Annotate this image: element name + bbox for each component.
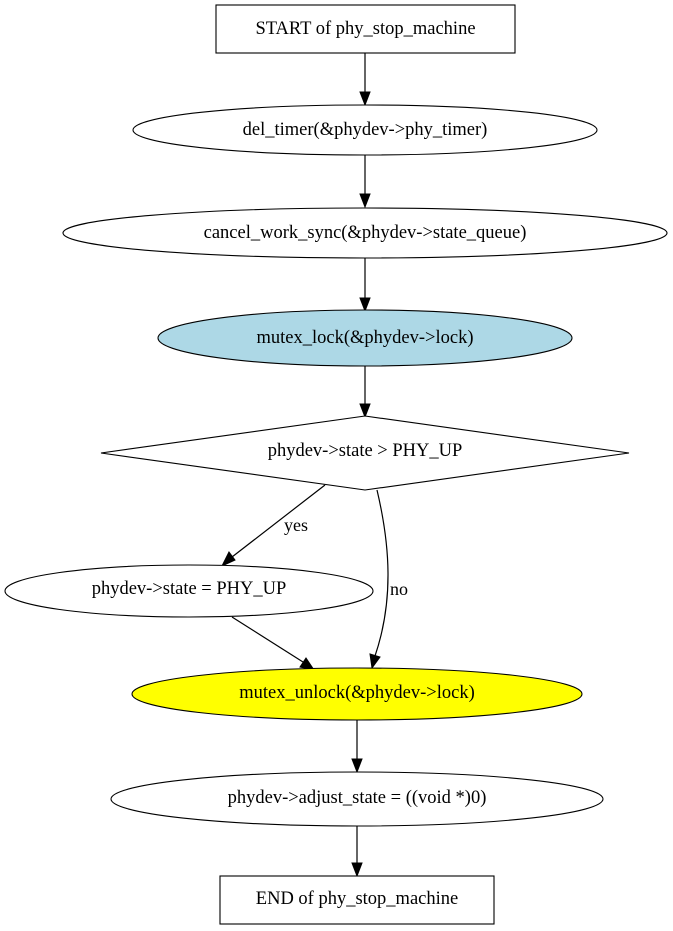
mutex-lock-ellipse: [157, 309, 573, 367]
start-label: START of phy_stop_machine: [255, 19, 475, 39]
node-mutex-unlock: mutex_unlock(&phydev->lock): [131, 667, 583, 721]
node-adjust-state: phydev->adjust_state = ((void *)0): [110, 771, 604, 827]
node-start: START of phy_stop_machine: [215, 4, 516, 54]
cancel-work-ellipse: [62, 207, 668, 259]
edge-label-yes: yes: [284, 515, 308, 535]
adjust-state-ellipse: [110, 771, 604, 827]
node-del-timer: del_timer(&phydev->phy_timer): [132, 104, 598, 156]
node-condition: phydev->state > PHY_UP: [100, 415, 630, 491]
mutex-lock-label: mutex_lock(&phydev->lock): [257, 328, 474, 348]
del-timer-label: del_timer(&phydev->phy_timer): [243, 120, 488, 140]
node-cancel-work: cancel_work_sync(&phydev->state_queue): [62, 207, 668, 259]
node-assign-state: phydev->state = PHY_UP: [4, 564, 374, 618]
end-label: END of phy_stop_machine: [256, 889, 458, 909]
condition-label: phydev->state > PHY_UP: [268, 441, 463, 461]
node-mutex-lock: mutex_lock(&phydev->lock): [157, 309, 573, 367]
del-timer-ellipse: [132, 104, 598, 156]
arrowhead: [369, 653, 381, 670]
assign-state-label: phydev->state = PHY_UP: [92, 579, 287, 599]
cancel-work-label: cancel_work_sync(&phydev->state_queue): [204, 223, 527, 243]
arrowhead: [351, 758, 363, 774]
edge-label-no: no: [390, 579, 408, 599]
edge-assign-to-unlock: [231, 616, 304, 663]
arrowhead: [359, 91, 371, 107]
start-box: [215, 4, 516, 54]
arrowhead: [220, 551, 236, 568]
assign-state-ellipse: [4, 564, 374, 618]
arrowhead: [359, 403, 371, 419]
arrowhead: [359, 193, 371, 209]
arrowhead: [351, 862, 363, 878]
mutex-unlock-ellipse: [131, 667, 583, 721]
edge-condition-to-assign-yes: [231, 484, 326, 558]
node-end: END of phy_stop_machine: [219, 875, 495, 925]
end-box: [219, 875, 495, 925]
adjust-state-label: phydev->adjust_state = ((void *)0): [228, 788, 487, 808]
edge-condition-to-unlock-no: [374, 489, 389, 657]
mutex-unlock-label: mutex_unlock(&phydev->lock): [239, 683, 474, 703]
arrowhead: [359, 297, 371, 313]
edges: yes no: [220, 53, 408, 878]
condition-diamond: [100, 415, 630, 491]
